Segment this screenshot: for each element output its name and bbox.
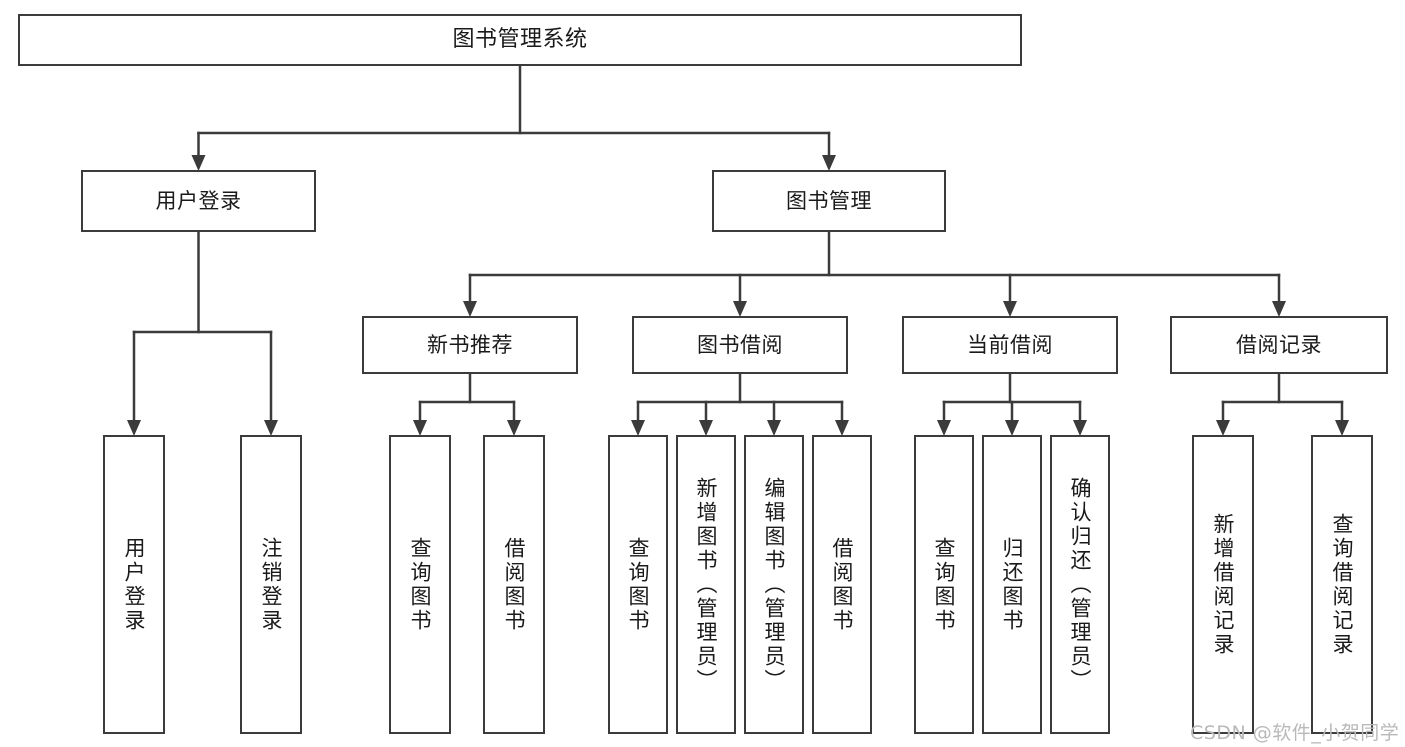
node-label: 图书管理系统 bbox=[452, 27, 588, 52]
node-leaf5[interactable]: 查询图书 bbox=[608, 435, 668, 734]
node-leaf3[interactable]: 查询图书 bbox=[389, 435, 451, 734]
arrowhead-icon bbox=[822, 155, 836, 171]
arrowhead-icon bbox=[507, 420, 521, 436]
arrowhead-icon bbox=[733, 301, 747, 317]
node-label: 图书管理 bbox=[786, 188, 872, 213]
node-label: 借阅图书 bbox=[502, 536, 527, 633]
node-l2a[interactable]: 用户登录 bbox=[81, 170, 316, 232]
node-leaf11[interactable]: 确认归还（管理员） bbox=[1050, 435, 1110, 734]
arrowhead-icon bbox=[264, 420, 278, 436]
node-label: 新增借阅记录 bbox=[1211, 512, 1236, 657]
arrowhead-icon bbox=[1073, 420, 1087, 436]
node-label: 图书借阅 bbox=[697, 332, 783, 357]
arrowhead-icon bbox=[413, 420, 427, 436]
node-leaf2[interactable]: 注销登录 bbox=[240, 435, 302, 734]
node-l3b[interactable]: 图书借阅 bbox=[632, 316, 848, 374]
node-label: 新书推荐 bbox=[427, 332, 513, 357]
node-l3d[interactable]: 借阅记录 bbox=[1170, 316, 1388, 374]
arrowhead-icon bbox=[631, 420, 645, 436]
arrowhead-icon bbox=[699, 420, 713, 436]
node-leaf9[interactable]: 查询图书 bbox=[914, 435, 974, 734]
arrowhead-icon bbox=[1003, 301, 1017, 317]
node-label: 用户登录 bbox=[122, 536, 147, 633]
arrowhead-icon bbox=[463, 301, 477, 317]
node-label: 注销登录 bbox=[259, 536, 284, 633]
node-leaf8[interactable]: 借阅图书 bbox=[812, 435, 872, 734]
node-label: 归还图书 bbox=[1000, 536, 1025, 633]
arrowhead-icon bbox=[1005, 420, 1019, 436]
node-label: 确认归还（管理员） bbox=[1068, 476, 1093, 693]
node-leaf6[interactable]: 新增图书（管理员） bbox=[676, 435, 736, 734]
node-label: 查询借阅记录 bbox=[1330, 512, 1355, 657]
arrowhead-icon bbox=[1216, 420, 1230, 436]
node-label: 查询图书 bbox=[626, 536, 651, 633]
node-label: 借阅记录 bbox=[1236, 332, 1322, 357]
node-l2b[interactable]: 图书管理 bbox=[712, 170, 946, 232]
node-leaf10[interactable]: 归还图书 bbox=[982, 435, 1042, 734]
node-label: 编辑图书（管理员） bbox=[762, 476, 787, 693]
arrowhead-icon bbox=[767, 420, 781, 436]
watermark: CSDN @软件_小贺同学 bbox=[1190, 722, 1400, 744]
arrowhead-icon bbox=[191, 155, 206, 171]
node-leaf13[interactable]: 查询借阅记录 bbox=[1311, 435, 1373, 734]
node-root[interactable]: 图书管理系统 bbox=[18, 14, 1022, 66]
arrowhead-icon bbox=[937, 420, 951, 436]
node-leaf7[interactable]: 编辑图书（管理员） bbox=[744, 435, 804, 734]
node-l3c[interactable]: 当前借阅 bbox=[902, 316, 1118, 374]
node-label: 新增图书（管理员） bbox=[694, 476, 719, 693]
node-label: 用户登录 bbox=[155, 188, 242, 213]
arrowhead-icon bbox=[127, 420, 141, 436]
arrowhead-icon bbox=[1335, 420, 1349, 436]
node-leaf12[interactable]: 新增借阅记录 bbox=[1192, 435, 1254, 734]
node-label: 查询图书 bbox=[932, 536, 957, 633]
node-leaf1[interactable]: 用户登录 bbox=[103, 435, 165, 734]
node-leaf4[interactable]: 借阅图书 bbox=[483, 435, 545, 734]
node-label: 查询图书 bbox=[408, 536, 433, 633]
arrowhead-icon bbox=[835, 420, 849, 436]
node-label: 当前借阅 bbox=[967, 332, 1053, 357]
arrowhead-icon bbox=[1272, 301, 1286, 317]
node-label: 借阅图书 bbox=[830, 536, 855, 633]
node-l3a[interactable]: 新书推荐 bbox=[362, 316, 578, 374]
